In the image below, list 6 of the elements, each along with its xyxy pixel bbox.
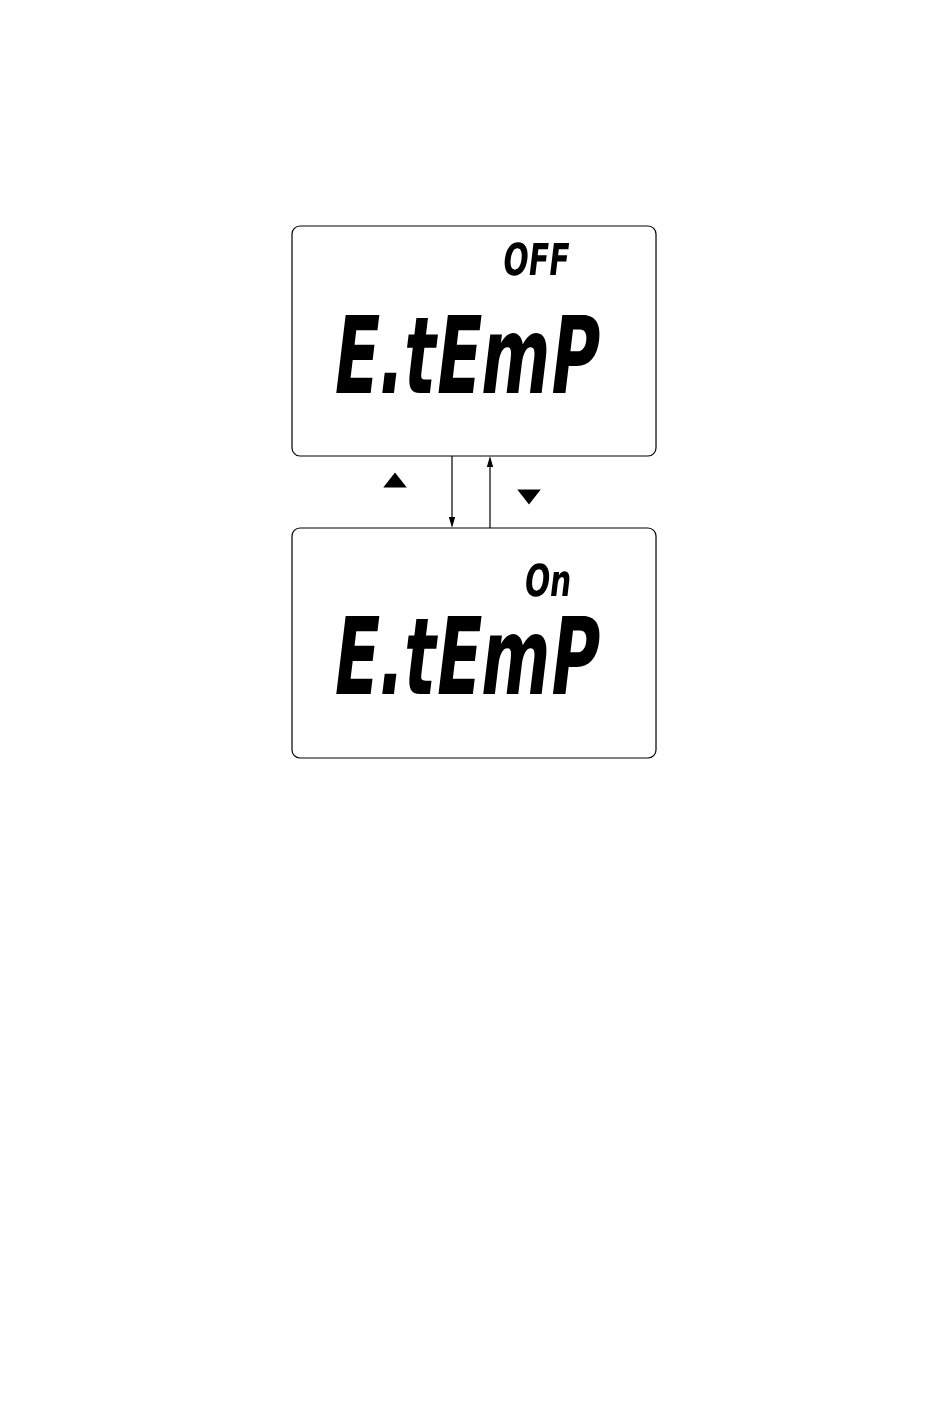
button-symbol: ▼ (516, 488, 542, 506)
display-text: E.tEmP (336, 315, 600, 393)
button-symbol: ▲ (382, 471, 408, 489)
status-text: OFF (504, 242, 570, 276)
status-text: On (526, 563, 570, 597)
display-text: E.tEmP (336, 616, 600, 694)
